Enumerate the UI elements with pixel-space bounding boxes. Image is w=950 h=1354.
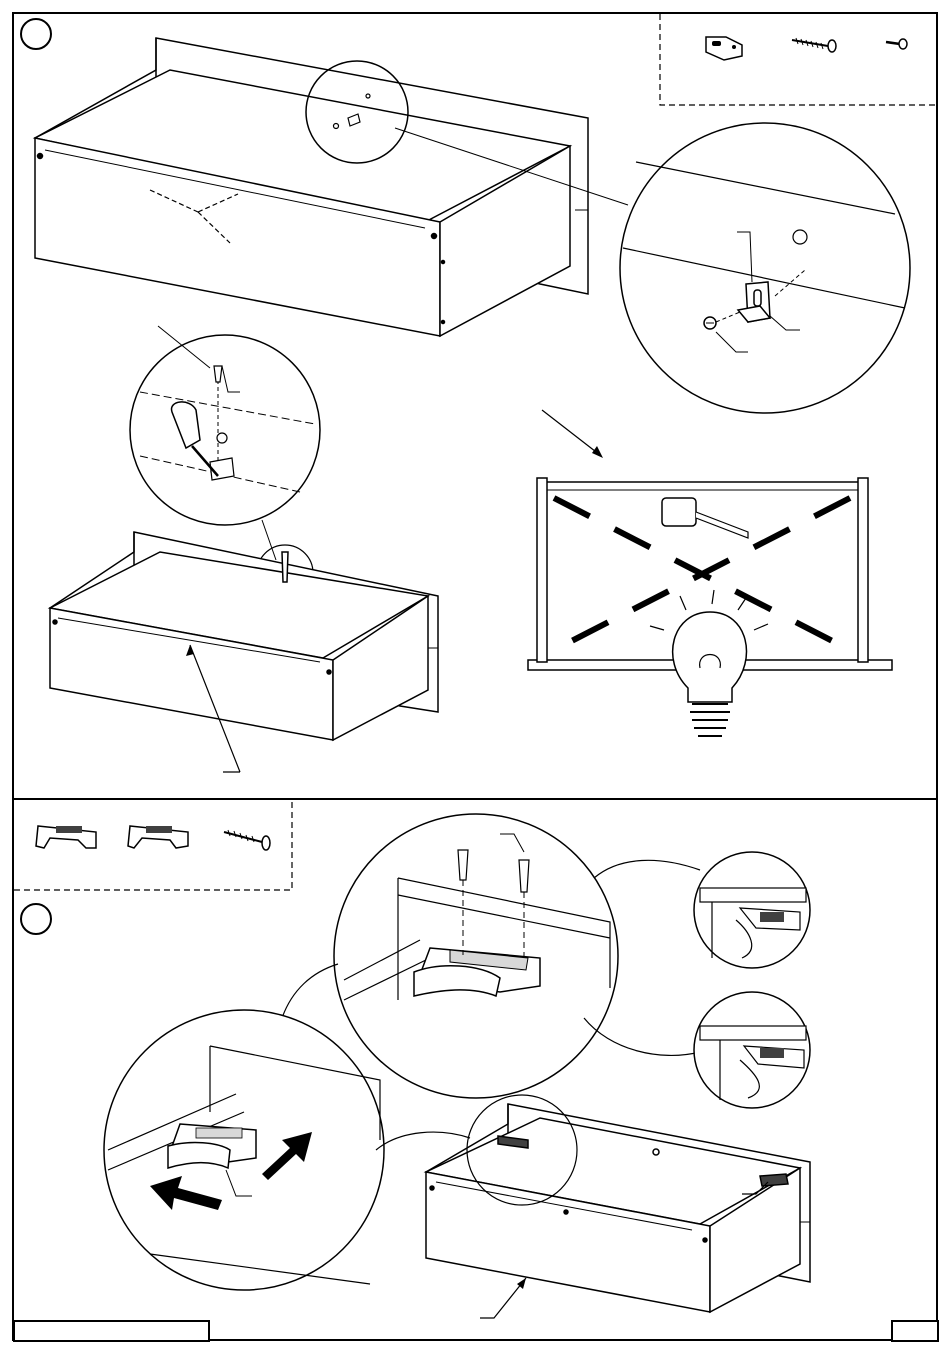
clip-push-zoom-circle (104, 1010, 384, 1290)
drawer-clip-right-icon (128, 826, 188, 848)
clip-install-zoom-circle (334, 814, 618, 1098)
callout-bubble (282, 964, 338, 1018)
short-screw-icon (886, 39, 907, 49)
screwdriver-zoom-circle (130, 326, 320, 525)
drawer-upper-drawing (35, 38, 588, 336)
step-2-badge (20, 903, 52, 935)
bracket-zoom-circle (620, 123, 910, 413)
step-1-number (22, 20, 50, 48)
drawer-interior-view (528, 478, 892, 736)
callout-bubble (376, 1132, 470, 1150)
step-1-badge (20, 18, 52, 50)
screw-icon (704, 317, 716, 329)
page-number-box (891, 1320, 939, 1342)
drawer-clip-left-icon (36, 826, 96, 848)
drawer-final-drawing (426, 1104, 810, 1312)
step-2-number (22, 905, 50, 933)
step1-parts-box (660, 14, 937, 105)
pointer-arrow (542, 410, 600, 455)
drawer-lower-drawing (50, 532, 438, 740)
wood-screw-icon (792, 38, 836, 52)
tape-measure-icon (662, 498, 748, 538)
clip-view-closed (694, 852, 810, 968)
clip-view-open (694, 992, 810, 1108)
callout-bubble (594, 860, 700, 878)
step2-parts-box (14, 800, 292, 890)
footer-label-box (13, 1320, 210, 1342)
wood-screw-icon (224, 830, 270, 850)
angle-bracket-icon (706, 37, 742, 60)
